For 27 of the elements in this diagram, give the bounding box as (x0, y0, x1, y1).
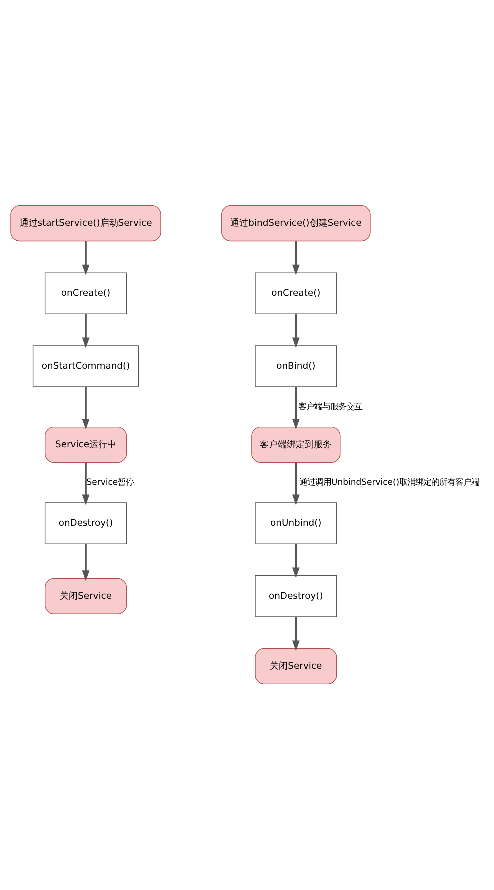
arrow (82, 242, 90, 276)
node-box: 客户端绑定到服务 (252, 426, 341, 464)
arrow (292, 242, 300, 276)
node-box: onDestroy() (255, 576, 338, 618)
arrow (292, 314, 300, 348)
node-box: onStartCommand() (32, 346, 140, 388)
node-box: onUnbind() (255, 502, 338, 544)
node-box: 关闭Service (44, 578, 128, 614)
node-box: 通过startService()启动Service (10, 205, 162, 242)
arrow (82, 544, 90, 582)
node-box: onCreate() (255, 272, 338, 314)
node-box: onBind() (255, 346, 338, 388)
edge-label: 客户端与服务交互 (298, 402, 362, 412)
edge-label: 通过调用UnbindService()取消绑定的所有客户端 (300, 478, 480, 488)
edge-label: Service暂停 (86, 478, 134, 488)
node-box: onCreate() (44, 272, 128, 314)
node-box: Service运行中 (44, 426, 128, 464)
arrow (82, 314, 90, 348)
node-box: onDestroy() (44, 502, 128, 544)
node-box: 关闭Service (255, 648, 338, 685)
arrow (292, 544, 300, 578)
arrow (292, 387, 300, 430)
arrow (292, 462, 300, 506)
node-box: 通过bindService()创建Service (222, 205, 371, 242)
arrow (82, 387, 90, 430)
arrow (292, 617, 300, 652)
arrow (82, 462, 90, 506)
